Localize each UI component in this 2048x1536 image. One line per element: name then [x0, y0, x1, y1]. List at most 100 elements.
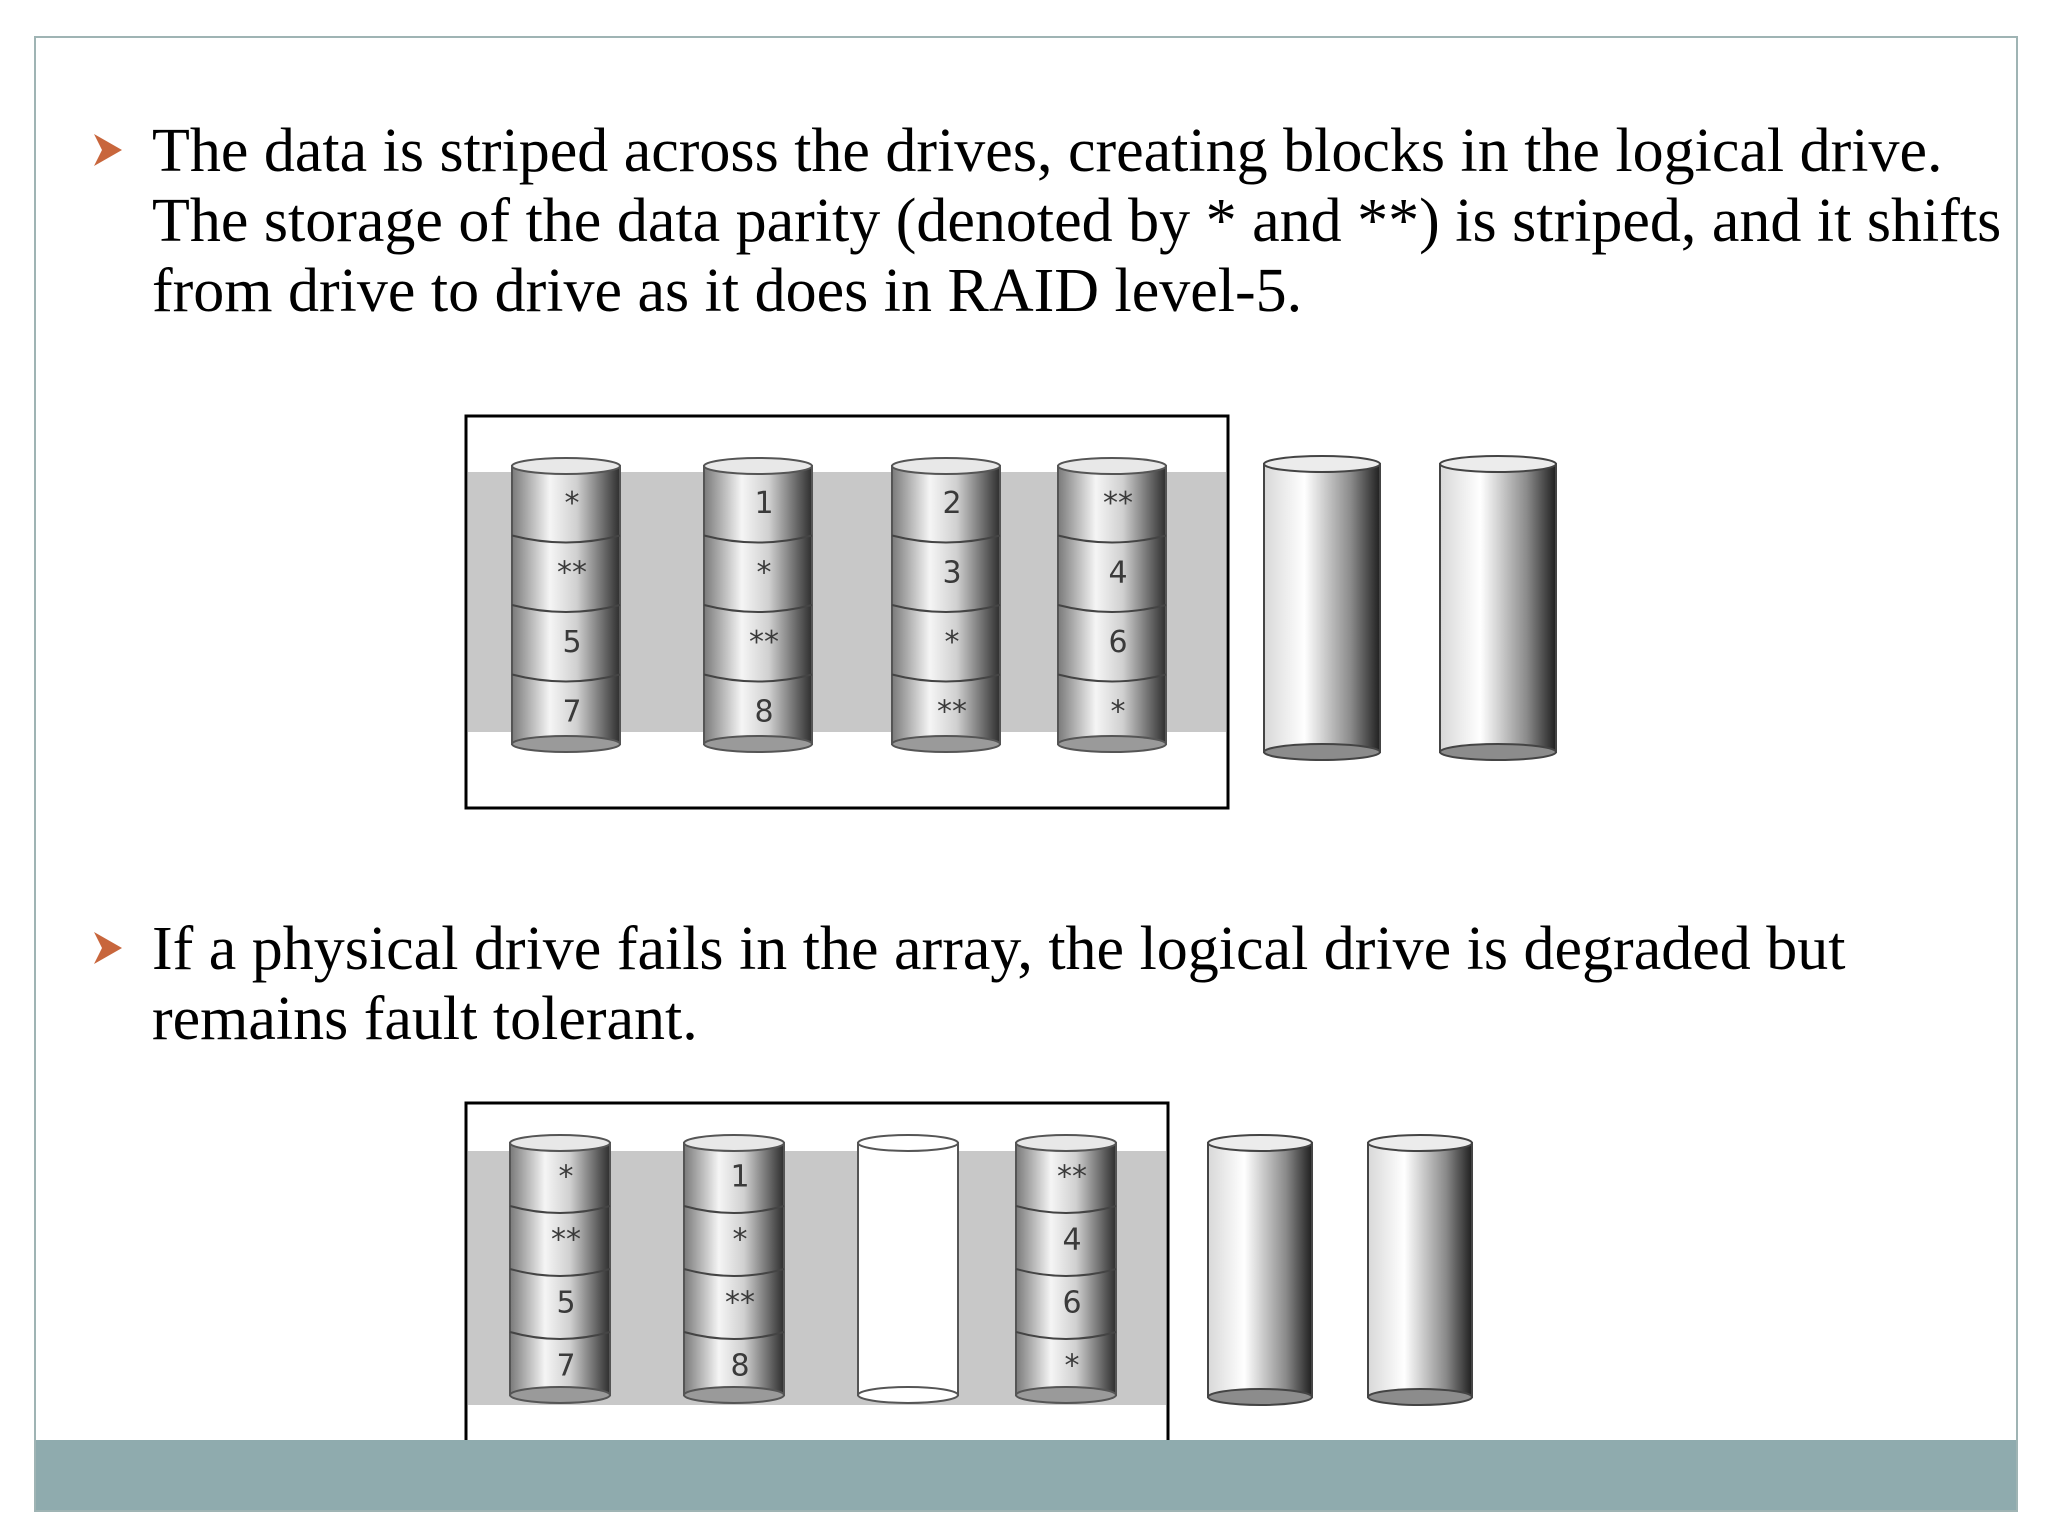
block-divider	[891, 673, 1001, 683]
spare-drive	[1439, 455, 1557, 761]
physical-drive: 1***8	[703, 457, 813, 753]
spare-top	[1439, 455, 1557, 473]
block-label: 7	[562, 694, 581, 729]
block-label: **	[1103, 486, 1133, 521]
block-divider	[683, 1268, 785, 1277]
drive-bottom	[857, 1386, 959, 1404]
slide: The data is striped across the drives, c…	[34, 36, 2018, 1512]
block-label: *	[733, 1223, 748, 1258]
spare-drive	[1367, 1134, 1473, 1406]
spare-top	[1263, 455, 1381, 473]
block-label: *	[565, 486, 580, 521]
drive-body	[1057, 465, 1167, 745]
raid-diagram-degraded-svg: ***571***8**46*	[464, 1101, 1473, 1459]
block-label: 6	[1062, 1286, 1081, 1321]
spare-body	[1367, 1142, 1473, 1398]
spare-bottom	[1263, 743, 1381, 761]
block-divider	[509, 1205, 611, 1214]
bullet-1-text: The data is striped across the drives, c…	[152, 117, 2002, 325]
block-label: 1	[730, 1160, 749, 1195]
spare-body	[1263, 463, 1381, 753]
bullet-2-text: If a physical drive fails in the array, …	[152, 915, 1846, 1053]
block-label: **	[557, 555, 587, 590]
drive-bottom	[683, 1386, 785, 1404]
block-label: 5	[562, 625, 581, 660]
drive-top	[857, 1134, 959, 1152]
drive-bottom	[1057, 735, 1167, 753]
block-label: 7	[556, 1349, 575, 1384]
block-label: **	[725, 1286, 755, 1321]
physical-drive: ***57	[511, 457, 621, 753]
physical-drive: **46*	[1057, 457, 1167, 753]
drive-body	[891, 465, 1001, 745]
block-divider	[509, 1331, 611, 1340]
block-label: *	[757, 555, 772, 590]
block-divider	[1015, 1205, 1117, 1214]
block-divider	[1015, 1268, 1117, 1277]
physical-drive: 1***8	[683, 1134, 785, 1404]
block-label: 1	[754, 486, 773, 521]
drive-top	[891, 457, 1001, 475]
spare-top	[1367, 1134, 1473, 1152]
spare-drive	[1263, 455, 1381, 761]
drive-bottom	[511, 735, 621, 753]
block-label: **	[937, 694, 967, 729]
drive-top	[1057, 457, 1167, 475]
block-label: **	[749, 625, 779, 660]
block-divider	[703, 673, 813, 683]
block-label: *	[559, 1160, 574, 1195]
spare-top	[1207, 1134, 1313, 1152]
spare-body	[1207, 1142, 1313, 1398]
drive-top	[1015, 1134, 1117, 1152]
drive-body	[1015, 1142, 1117, 1396]
block-label: 8	[730, 1349, 749, 1384]
block-label: *	[1065, 1349, 1080, 1384]
block-divider	[1057, 534, 1167, 544]
block-label: **	[1057, 1160, 1087, 1195]
spare-drive	[1207, 1134, 1313, 1406]
drive-top	[509, 1134, 611, 1152]
block-label: **	[551, 1223, 581, 1258]
drive-body	[511, 465, 621, 745]
block-label: 3	[942, 555, 961, 590]
drive-top	[703, 457, 813, 475]
spare-bottom	[1207, 1388, 1313, 1406]
spare-bottom	[1367, 1388, 1473, 1406]
drive-bottom	[509, 1386, 611, 1404]
block-divider	[703, 604, 813, 613]
block-divider	[1015, 1331, 1117, 1340]
block-divider	[703, 534, 813, 544]
block-label: 5	[556, 1286, 575, 1321]
footer-bar	[36, 1440, 2016, 1510]
block-label: *	[945, 625, 960, 660]
block-divider	[891, 534, 1001, 544]
drive-bottom	[891, 735, 1001, 753]
block-divider	[511, 604, 621, 613]
block-label: 6	[1108, 625, 1127, 660]
block-divider	[1057, 604, 1167, 613]
block-divider	[891, 604, 1001, 613]
block-divider	[683, 1331, 785, 1340]
block-divider	[511, 673, 621, 683]
block-divider	[509, 1268, 611, 1277]
raid-diagram-normal-svg: ***571***823*****46*	[464, 414, 1557, 810]
drive-top	[683, 1134, 785, 1152]
arrowhead-bullet-icon	[94, 932, 122, 964]
arrowhead-bullet-icon	[94, 134, 122, 166]
drive-body	[857, 1142, 959, 1396]
block-label: 2	[942, 486, 961, 521]
block-label: 4	[1108, 555, 1127, 590]
failed-drive	[857, 1134, 959, 1404]
block-divider	[1057, 673, 1167, 683]
physical-drive: **46*	[1015, 1134, 1117, 1404]
drive-bottom	[703, 735, 813, 753]
block-label: 8	[754, 694, 773, 729]
block-divider	[683, 1205, 785, 1214]
spare-body	[1439, 463, 1557, 753]
drive-bottom	[1015, 1386, 1117, 1404]
physical-drive: 23***	[891, 457, 1001, 753]
physical-drive: ***57	[509, 1134, 611, 1404]
block-divider	[511, 534, 621, 544]
